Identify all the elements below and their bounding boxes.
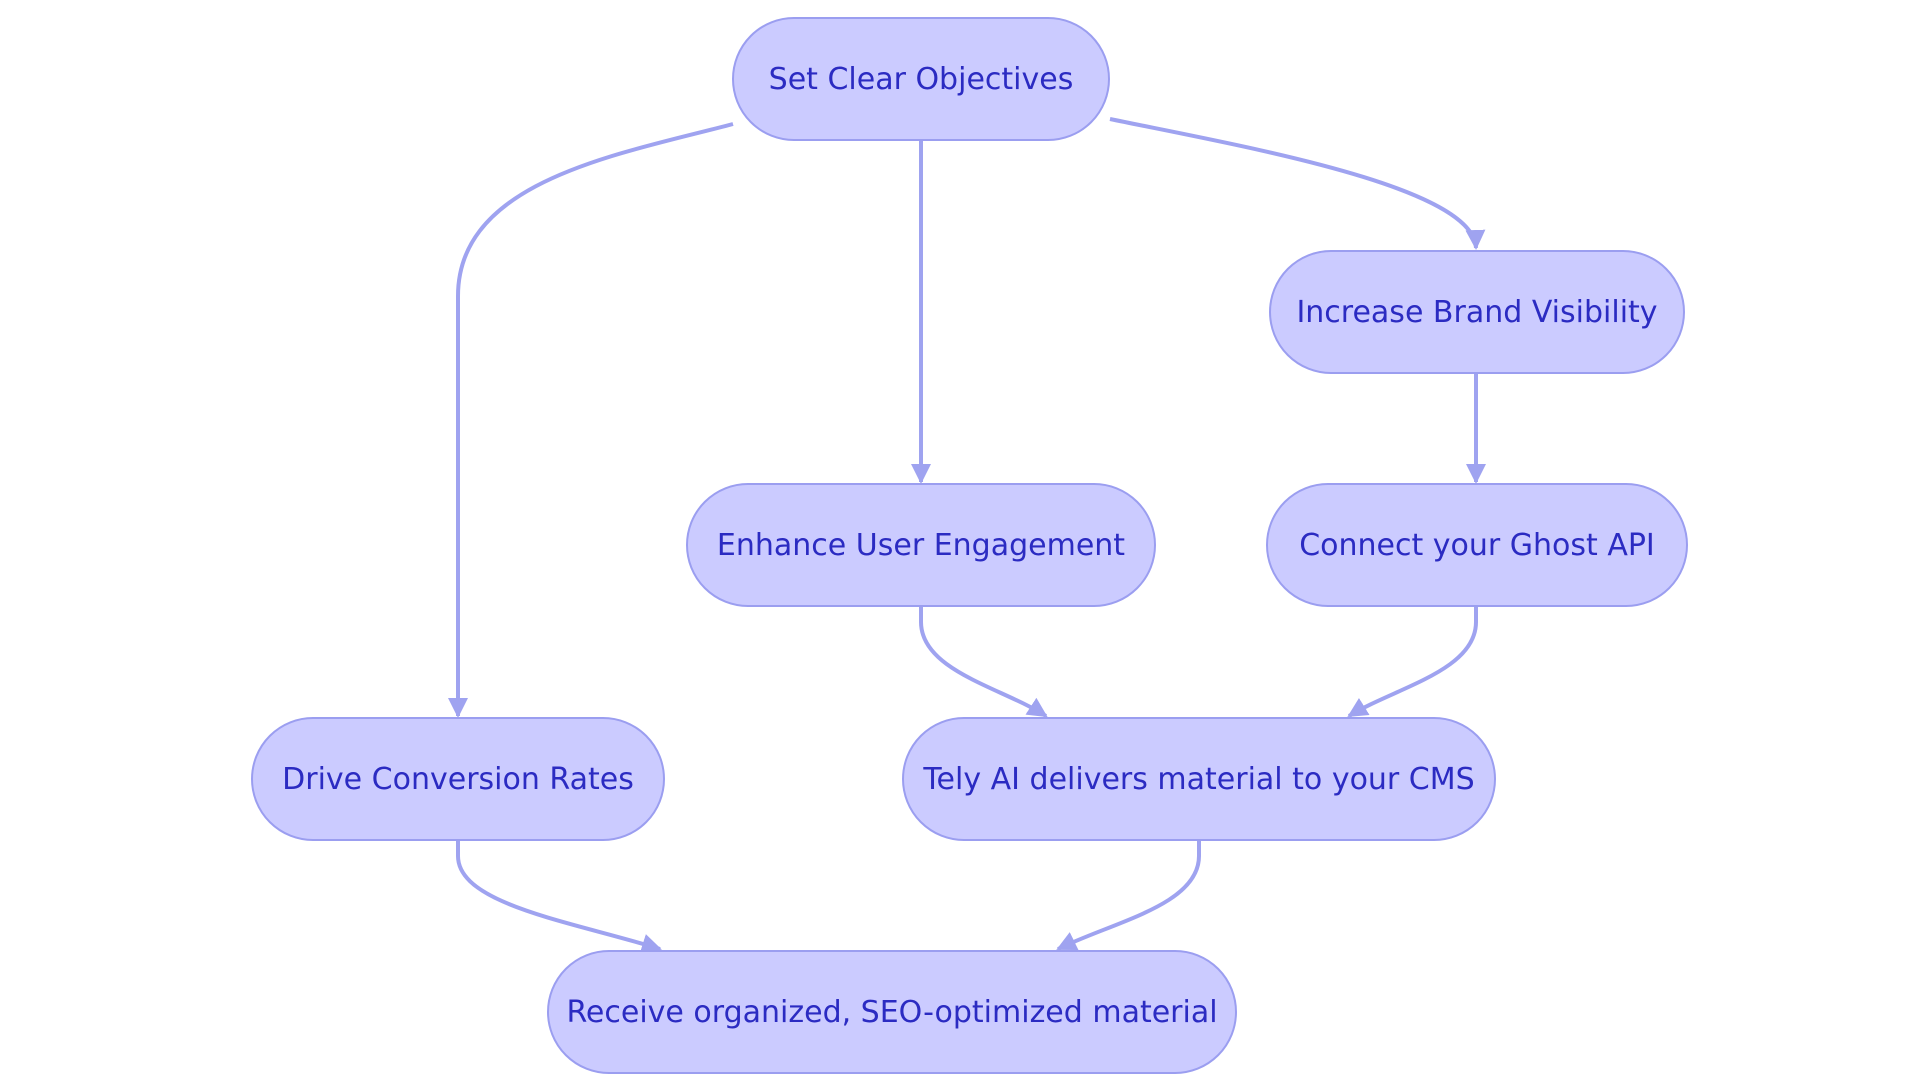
node-enhance-user-engagement: Enhance User Engagement [686,483,1156,607]
edge-engagement-to-tely [919,607,1048,718]
node-receive-material: Receive organized, SEO-optimized materia… [547,950,1237,1074]
node-tely-ai-delivers: Tely AI delivers material to your CMS [902,717,1496,841]
node-label: Set Clear Objectives [768,61,1074,97]
node-label: Receive organized, SEO-optimized materia… [566,994,1218,1030]
node-label: Increase Brand Visibility [1296,294,1658,330]
edge-objectives-to-conversion [448,122,734,718]
edge-ghost-to-tely [1347,607,1478,718]
node-increase-brand-visibility: Increase Brand Visibility [1269,250,1685,374]
node-label: Enhance User Engagement [716,527,1126,563]
edge-tely-to-receive [1056,841,1201,951]
node-label: Drive Conversion Rates [282,761,634,797]
node-drive-conversion-rates: Drive Conversion Rates [251,717,665,841]
node-connect-ghost-api: Connect your Ghost API [1266,483,1688,607]
edge-conversion-to-receive [456,841,662,954]
node-label: Connect your Ghost API [1299,527,1655,563]
node-label: Tely AI delivers material to your CMS [923,761,1475,797]
edge-objectives-to-brand [1109,117,1486,250]
node-set-clear-objectives: Set Clear Objectives [732,17,1110,141]
